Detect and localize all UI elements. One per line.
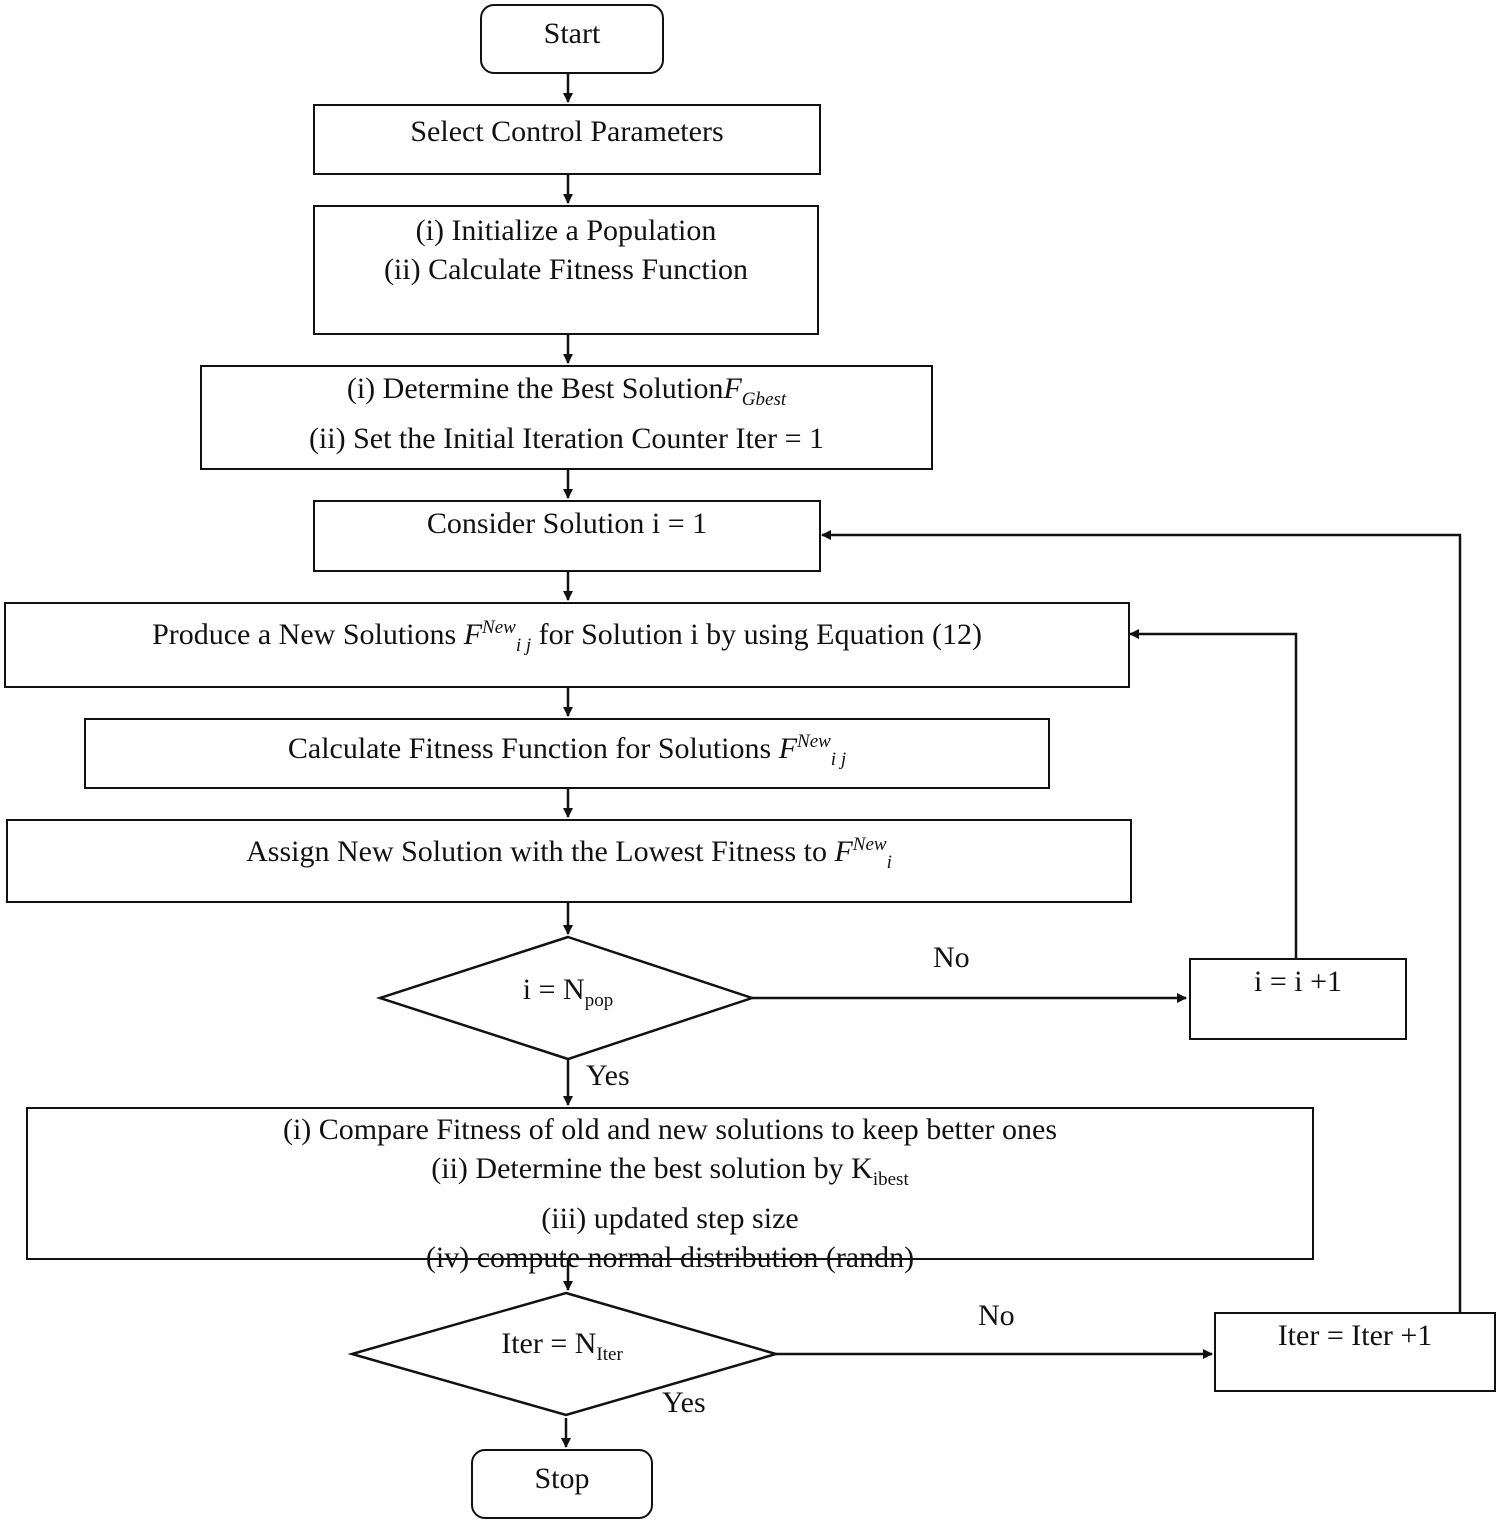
best-solution-line2: (ii) Set the Initial Iteration Counter I…	[308, 422, 825, 455]
produce-solutions-box: Produce a New Solutions FNewi j for Solu…	[4, 602, 1130, 688]
f-ij-new-superscript: New	[797, 731, 831, 752]
decision-i-npop-subscript: pop	[584, 990, 614, 1011]
f-new-superscript: New	[482, 617, 516, 638]
f-gbest-symbol: F	[723, 372, 742, 405]
decision-iter-niter-subscript: Iter	[596, 1344, 623, 1365]
yes-label-1: Yes	[586, 1059, 630, 1092]
f-ij-new-symbol: F	[778, 732, 798, 765]
f-i-new-superscript: New	[852, 834, 887, 855]
stop-label: Stop	[534, 1462, 590, 1495]
yes-label-2: Yes	[662, 1386, 706, 1419]
decision-iter-niter-label: Iter = NIter	[452, 1324, 672, 1375]
consider-solution-box: Consider Solution i = 1	[313, 500, 821, 572]
produce-text-pre: Produce a New Solutions	[152, 618, 464, 651]
increment-iter-box: Iter = Iter +1	[1214, 1312, 1496, 1392]
compare-line1: (i) Compare Fitness of old and new solut…	[282, 1113, 1058, 1146]
increment-i-label: i = i +1	[1253, 965, 1342, 998]
stop-terminal: Stop	[471, 1449, 653, 1519]
consider-solution-label: Consider Solution i = 1	[426, 507, 708, 540]
start-terminal: Start	[480, 4, 664, 74]
best-solution-box: (i) Determine the Best SolutionFGbest (i…	[200, 365, 933, 470]
decision-i-npop-label: i = Npop	[468, 970, 668, 1021]
f-i-new-symbol: F	[834, 835, 853, 868]
compare-update-box: (i) Compare Fitness of old and new solut…	[26, 1107, 1314, 1274]
decision-i-npop	[375, 935, 756, 1061]
assign-solution-label: Assign New Solution with the Lowest Fitn…	[8, 825, 1130, 882]
f-i-new-subscript: i	[886, 852, 892, 873]
select-parameters-box: Select Control Parameters	[313, 104, 821, 175]
best-solution-line1: (i) Determine the Best SolutionFGbest	[202, 369, 931, 419]
compare-line3: (iii) updated step size	[541, 1202, 799, 1235]
compare-line4: (iv) compute normal distribution (randn)	[425, 1241, 915, 1274]
f-new-subscript: i j	[515, 635, 532, 656]
f-gbest-subscript: Gbest	[741, 389, 787, 410]
start-label: Start	[543, 17, 601, 50]
decision-i-npop-text: i = N	[522, 973, 585, 1006]
increment-i-box: i = i +1	[1189, 958, 1407, 1040]
compare-line2: (ii) Determine the best solution by Kibe…	[28, 1149, 1312, 1199]
k-ibest-subscript: ibest	[872, 1169, 909, 1190]
initialize-box: (i) Initialize a Population (ii) Calcula…	[313, 205, 819, 335]
calculate-fitness-box: Calculate Fitness Function for Solutions…	[84, 718, 1050, 789]
decision-iter-niter-text: Iter = N	[501, 1327, 597, 1360]
select-parameters-label: Select Control Parameters	[410, 115, 724, 148]
assign-text: Assign New Solution with the Lowest Fitn…	[246, 835, 835, 868]
f-new-symbol: F	[463, 618, 483, 651]
compare-line2-text: (ii) Determine the best solution by K	[431, 1152, 873, 1185]
initialize-line1: (i) Initialize a Population	[415, 214, 717, 247]
calculate-fitness-label: Calculate Fitness Function for Solutions…	[86, 722, 1048, 779]
increment-iter-label: Iter = Iter +1	[1277, 1319, 1433, 1352]
best-solution-text: (i) Determine the Best Solution	[346, 372, 724, 405]
produce-text-post: for Solution i by using Equation (12)	[531, 618, 982, 651]
arrow-inc-i-loop	[1129, 629, 1298, 960]
arrow-inc-iter-loop	[821, 530, 1462, 1312]
produce-solutions-label: Produce a New Solutions FNewi j for Solu…	[6, 608, 1128, 665]
decision-iter-niter	[347, 1291, 781, 1417]
assign-solution-box: Assign New Solution with the Lowest Fitn…	[6, 819, 1132, 903]
initialize-line2: (ii) Calculate Fitness Function	[383, 253, 749, 286]
calculate-text: Calculate Fitness Function for Solutions	[287, 732, 779, 765]
f-ij-new-subscript: i j	[830, 749, 847, 770]
no-label-2: No	[978, 1299, 1015, 1332]
no-label-1: No	[933, 941, 970, 974]
